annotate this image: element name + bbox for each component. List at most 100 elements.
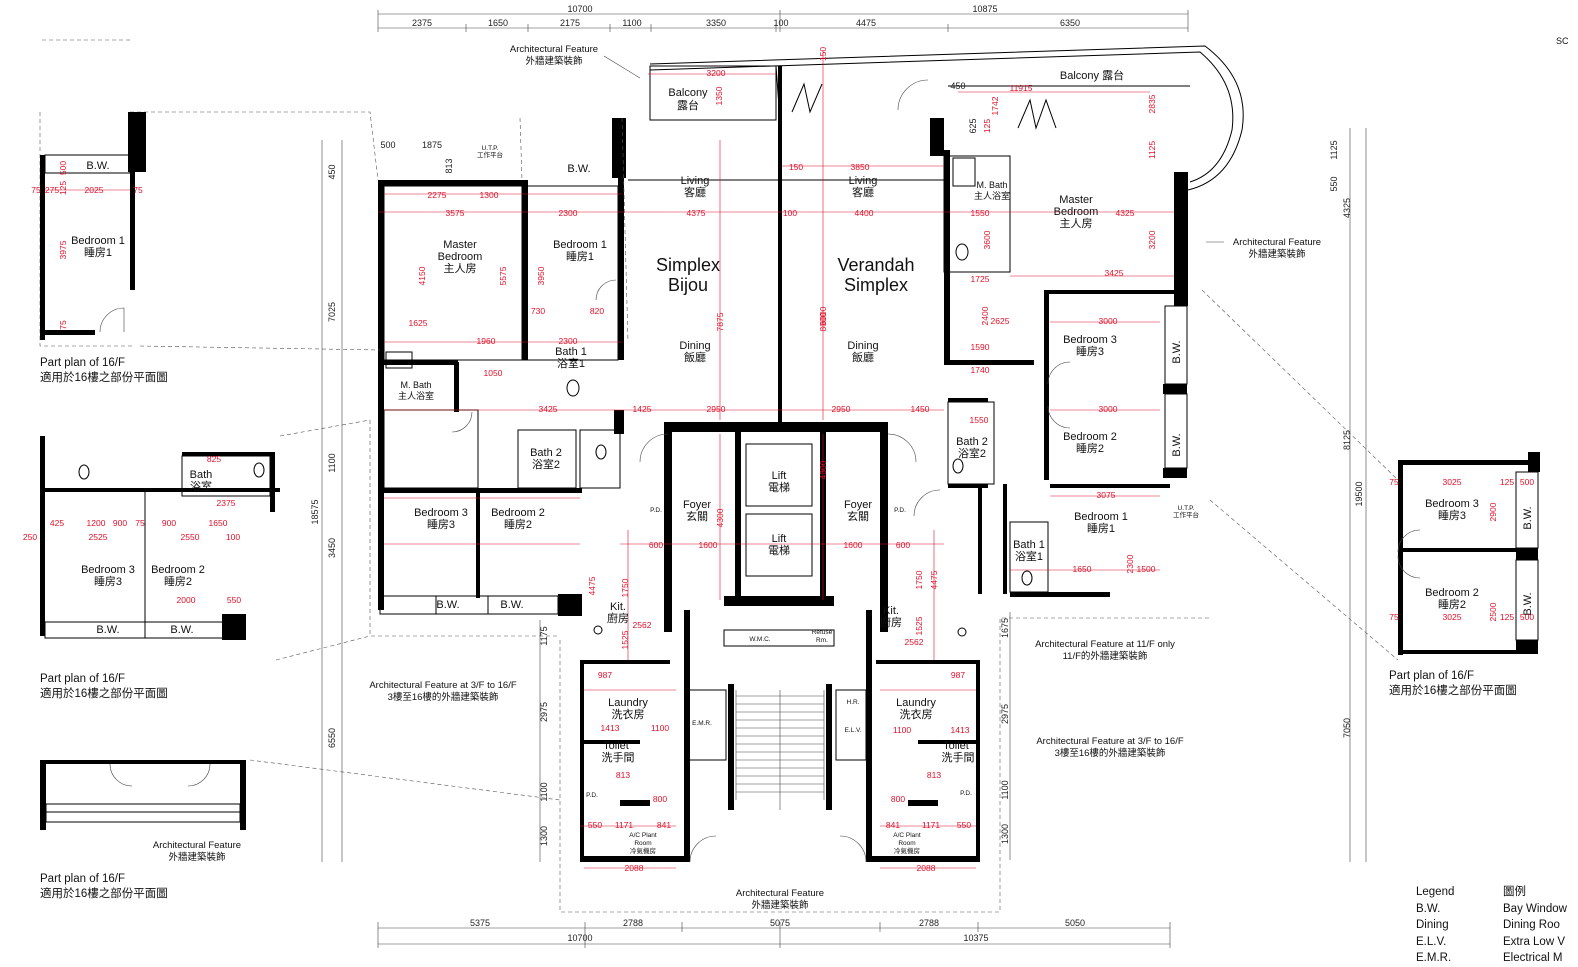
top-seg-8: 6350 <box>1060 18 1080 28</box>
dim-c-6: 600 <box>896 540 910 550</box>
dim-l-17: 1050 <box>484 368 503 378</box>
svg-text:75: 75 <box>1389 477 1399 487</box>
dim-c-8: 2562 <box>905 637 924 647</box>
dim-r-8: 1550 <box>971 208 990 218</box>
svg-text:B.W.: B.W. <box>1522 592 1534 615</box>
part-plan-caption-2: Part plan of 16/F 適用於16樓之部份平面圖 <box>40 672 168 702</box>
dim-l-1: 500 <box>380 140 395 150</box>
svg-text:500: 500 <box>1520 477 1534 487</box>
svg-text:B.W.: B.W. <box>86 160 109 172</box>
left-dim-6: 1175 <box>539 626 549 645</box>
dim-l-20: 2950 <box>707 404 726 414</box>
dim-r-12: 4325 <box>1116 208 1135 218</box>
dim-c-1: 4300 <box>715 508 725 527</box>
bottom-seg-5: 5050 <box>1065 918 1085 928</box>
bw-right-1: B.W. <box>1171 340 1183 363</box>
dim-r-21: 1550 <box>970 415 989 425</box>
dim-c-15: 813 <box>616 770 630 780</box>
legend-key: B.W. <box>1416 902 1441 915</box>
bottom-seg-2: 2788 <box>623 918 643 928</box>
part-plan-inset-1: 75 275 2025 75 500 125 3975 75 B.W. Bedr… <box>31 112 146 340</box>
top-seg-1: 2375 <box>412 18 432 28</box>
right-dim-5: 7050 <box>1342 718 1352 738</box>
dim-c-16: 813 <box>927 770 941 780</box>
svg-text:75: 75 <box>133 185 143 195</box>
dim-c-34: 8000 <box>818 312 828 331</box>
dim-c-7: 2562 <box>633 620 652 630</box>
dim-c-3: 1600 <box>699 540 718 550</box>
bottom-seg-3: 5075 <box>770 918 790 928</box>
dim-l-18: 3425 <box>539 404 558 414</box>
svg-text:550: 550 <box>227 595 241 605</box>
top-seg-3: 2175 <box>560 18 580 28</box>
part-plan-2-subtitle: 適用於16樓之部份平面圖 <box>40 688 168 700</box>
dim-l-13: 1960 <box>477 336 496 346</box>
dim-r-top-3: 150 <box>818 47 828 61</box>
part-plan-caption-4: Part plan of 16/F 適用於16樓之部份平面圖 <box>1389 669 1517 699</box>
dim-r-top-2: 1350 <box>714 86 724 105</box>
dim-c-25: 550 <box>588 820 602 830</box>
svg-text:2975: 2975 <box>1000 704 1010 724</box>
svg-text:3975: 3975 <box>58 240 68 259</box>
svg-text:B.W.: B.W. <box>96 624 119 636</box>
dim-r-19: 3000 <box>1099 404 1118 414</box>
svg-text:1200: 1200 <box>87 518 106 528</box>
svg-text:250: 250 <box>23 532 37 542</box>
part-plan-caption-1: Part plan of 16/F 適用於16樓之部份平面圖 <box>40 356 168 386</box>
dim-r-4: 100 <box>783 208 797 218</box>
room-utp-left: U.T.P.工作平台 <box>477 145 503 159</box>
svg-text:75: 75 <box>58 320 68 330</box>
svg-text:2500: 2500 <box>1488 602 1498 621</box>
dim-c-11: 1413 <box>601 723 620 733</box>
dim-c-20: 1171 <box>922 820 941 830</box>
svg-text:B.W.: B.W. <box>1522 506 1534 529</box>
dim-l-4: 2275 <box>428 190 447 200</box>
dim-r-top-5: 1742 <box>990 96 1000 115</box>
dim-c-29: 4475 <box>587 576 597 595</box>
right-dim-3: 4325 <box>1342 198 1352 218</box>
room-kitchen-left: Kit.廚房 <box>607 601 629 625</box>
room-pd-right: P.D. <box>894 507 906 514</box>
dim-l-15: 820 <box>590 306 604 316</box>
dim-r-11: 3425 <box>1105 268 1124 278</box>
dim-r-5: 6000 <box>818 306 828 325</box>
dim-r-15: 2625 <box>991 316 1010 326</box>
left-dim-8: 1100 <box>539 782 549 801</box>
top-seg-7: 4475 <box>856 18 876 28</box>
dim-r-3: 4400 <box>855 208 874 218</box>
part-plan-4-subtitle: 適用於16樓之部份平面圖 <box>1389 685 1517 697</box>
bw-left-1: B.W. <box>567 163 590 175</box>
top-seg-5: 3350 <box>706 18 726 28</box>
arch-feature-outlines <box>39 39 1399 913</box>
dim-r-18: 1740 <box>971 365 990 375</box>
svg-text:B.W.: B.W. <box>170 624 193 636</box>
svg-text:900: 900 <box>162 518 176 528</box>
dim-c-32: 1525 <box>914 616 924 635</box>
part-plan-1-subtitle: 適用於16樓之部份平面圖 <box>40 372 168 384</box>
room-pd-left: P.D. <box>650 507 662 514</box>
dim-l-10: 5575 <box>498 266 508 285</box>
right-dimension-chain: 1125 550 4325 8125 7050 19500 1675 2975 … <box>1000 128 1367 862</box>
left-dim-5: 6550 <box>327 728 337 748</box>
dim-c-22: 841 <box>886 820 900 830</box>
dim-r-top-8: 450 <box>950 81 965 91</box>
legend-key: E.M.R. <box>1416 952 1452 964</box>
dim-r-17: 1590 <box>971 342 990 352</box>
